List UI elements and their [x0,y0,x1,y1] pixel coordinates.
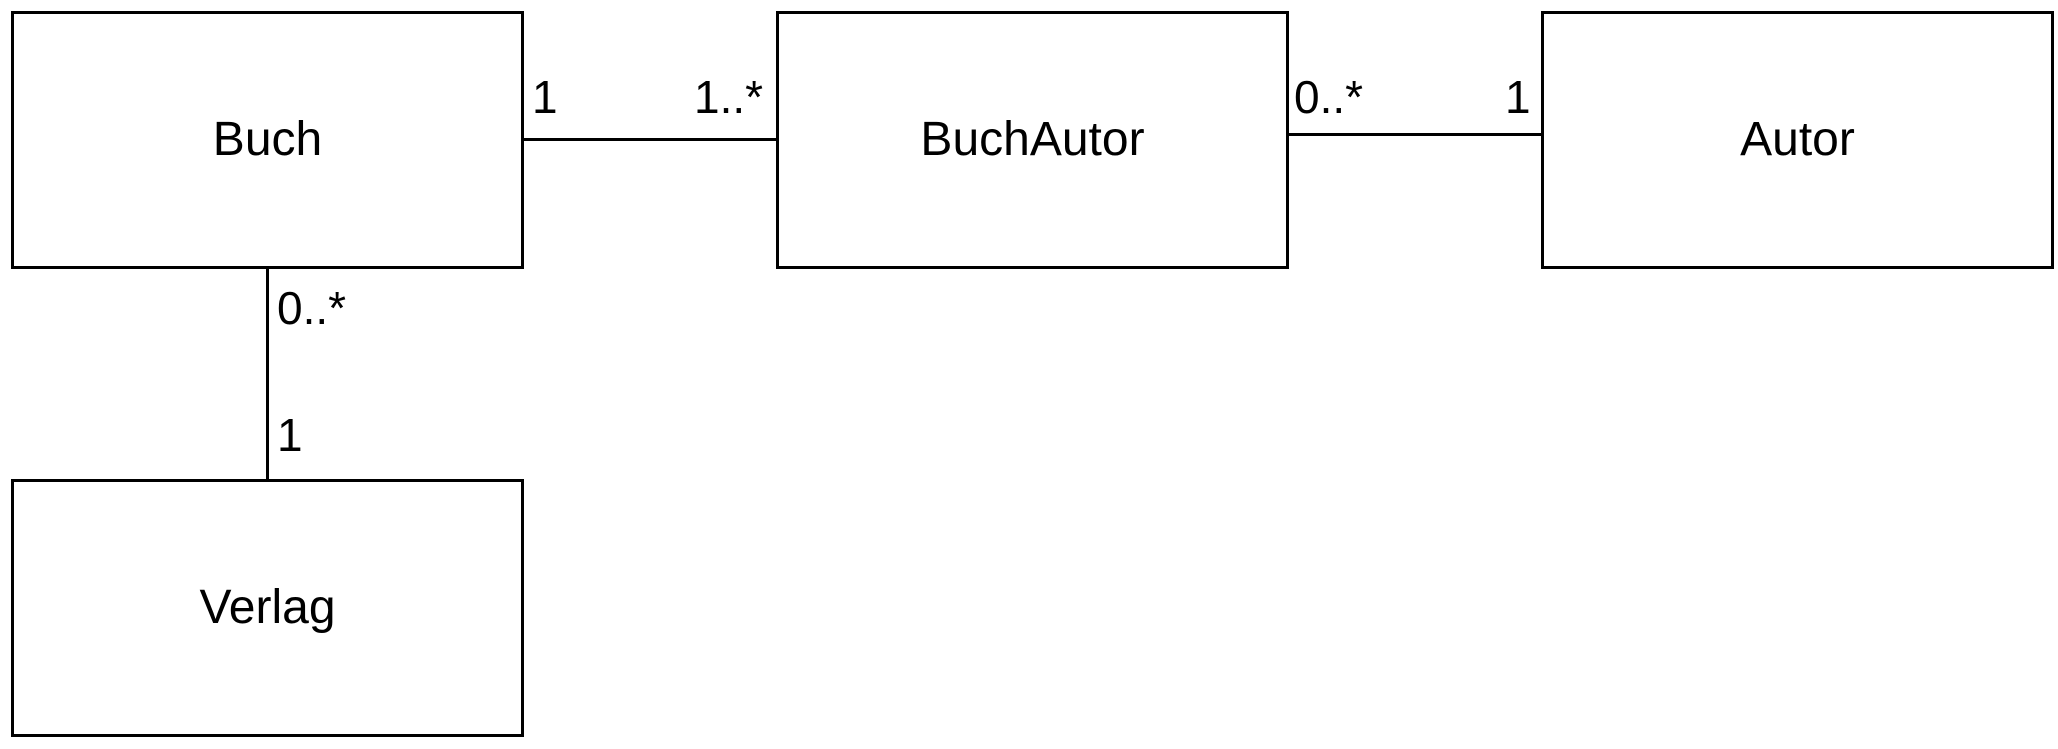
entity-verlag-label: Verlag [199,581,336,634]
multiplicity-buchautor-from-buch: 1..* [694,71,764,123]
multiplicity-buchautor-to-autor: 0..* [1294,71,1364,123]
entity-autor[interactable]: Autor [1541,11,2054,269]
multiplicity-buch-to-verlag: 0..* [277,282,347,334]
entity-verlag[interactable]: Verlag [11,479,524,737]
relation-line-buch-buchautor [522,138,778,141]
relation-line-buch-verlag [266,267,269,481]
entity-buchautor-label: BuchAutor [920,113,1145,166]
entity-buch[interactable]: Buch [11,11,524,269]
multiplicity-autor-from-buchautor: 1 [1505,71,1531,123]
multiplicity-verlag-from-buch: 1 [277,409,303,461]
entity-buchautor[interactable]: BuchAutor [776,11,1289,269]
entity-buch-label: Buch [212,113,323,166]
entity-autor-label: Autor [1740,113,1855,166]
multiplicity-buch-to-buchautor: 1 [532,71,558,123]
relation-line-buchautor-autor [1287,133,1543,136]
